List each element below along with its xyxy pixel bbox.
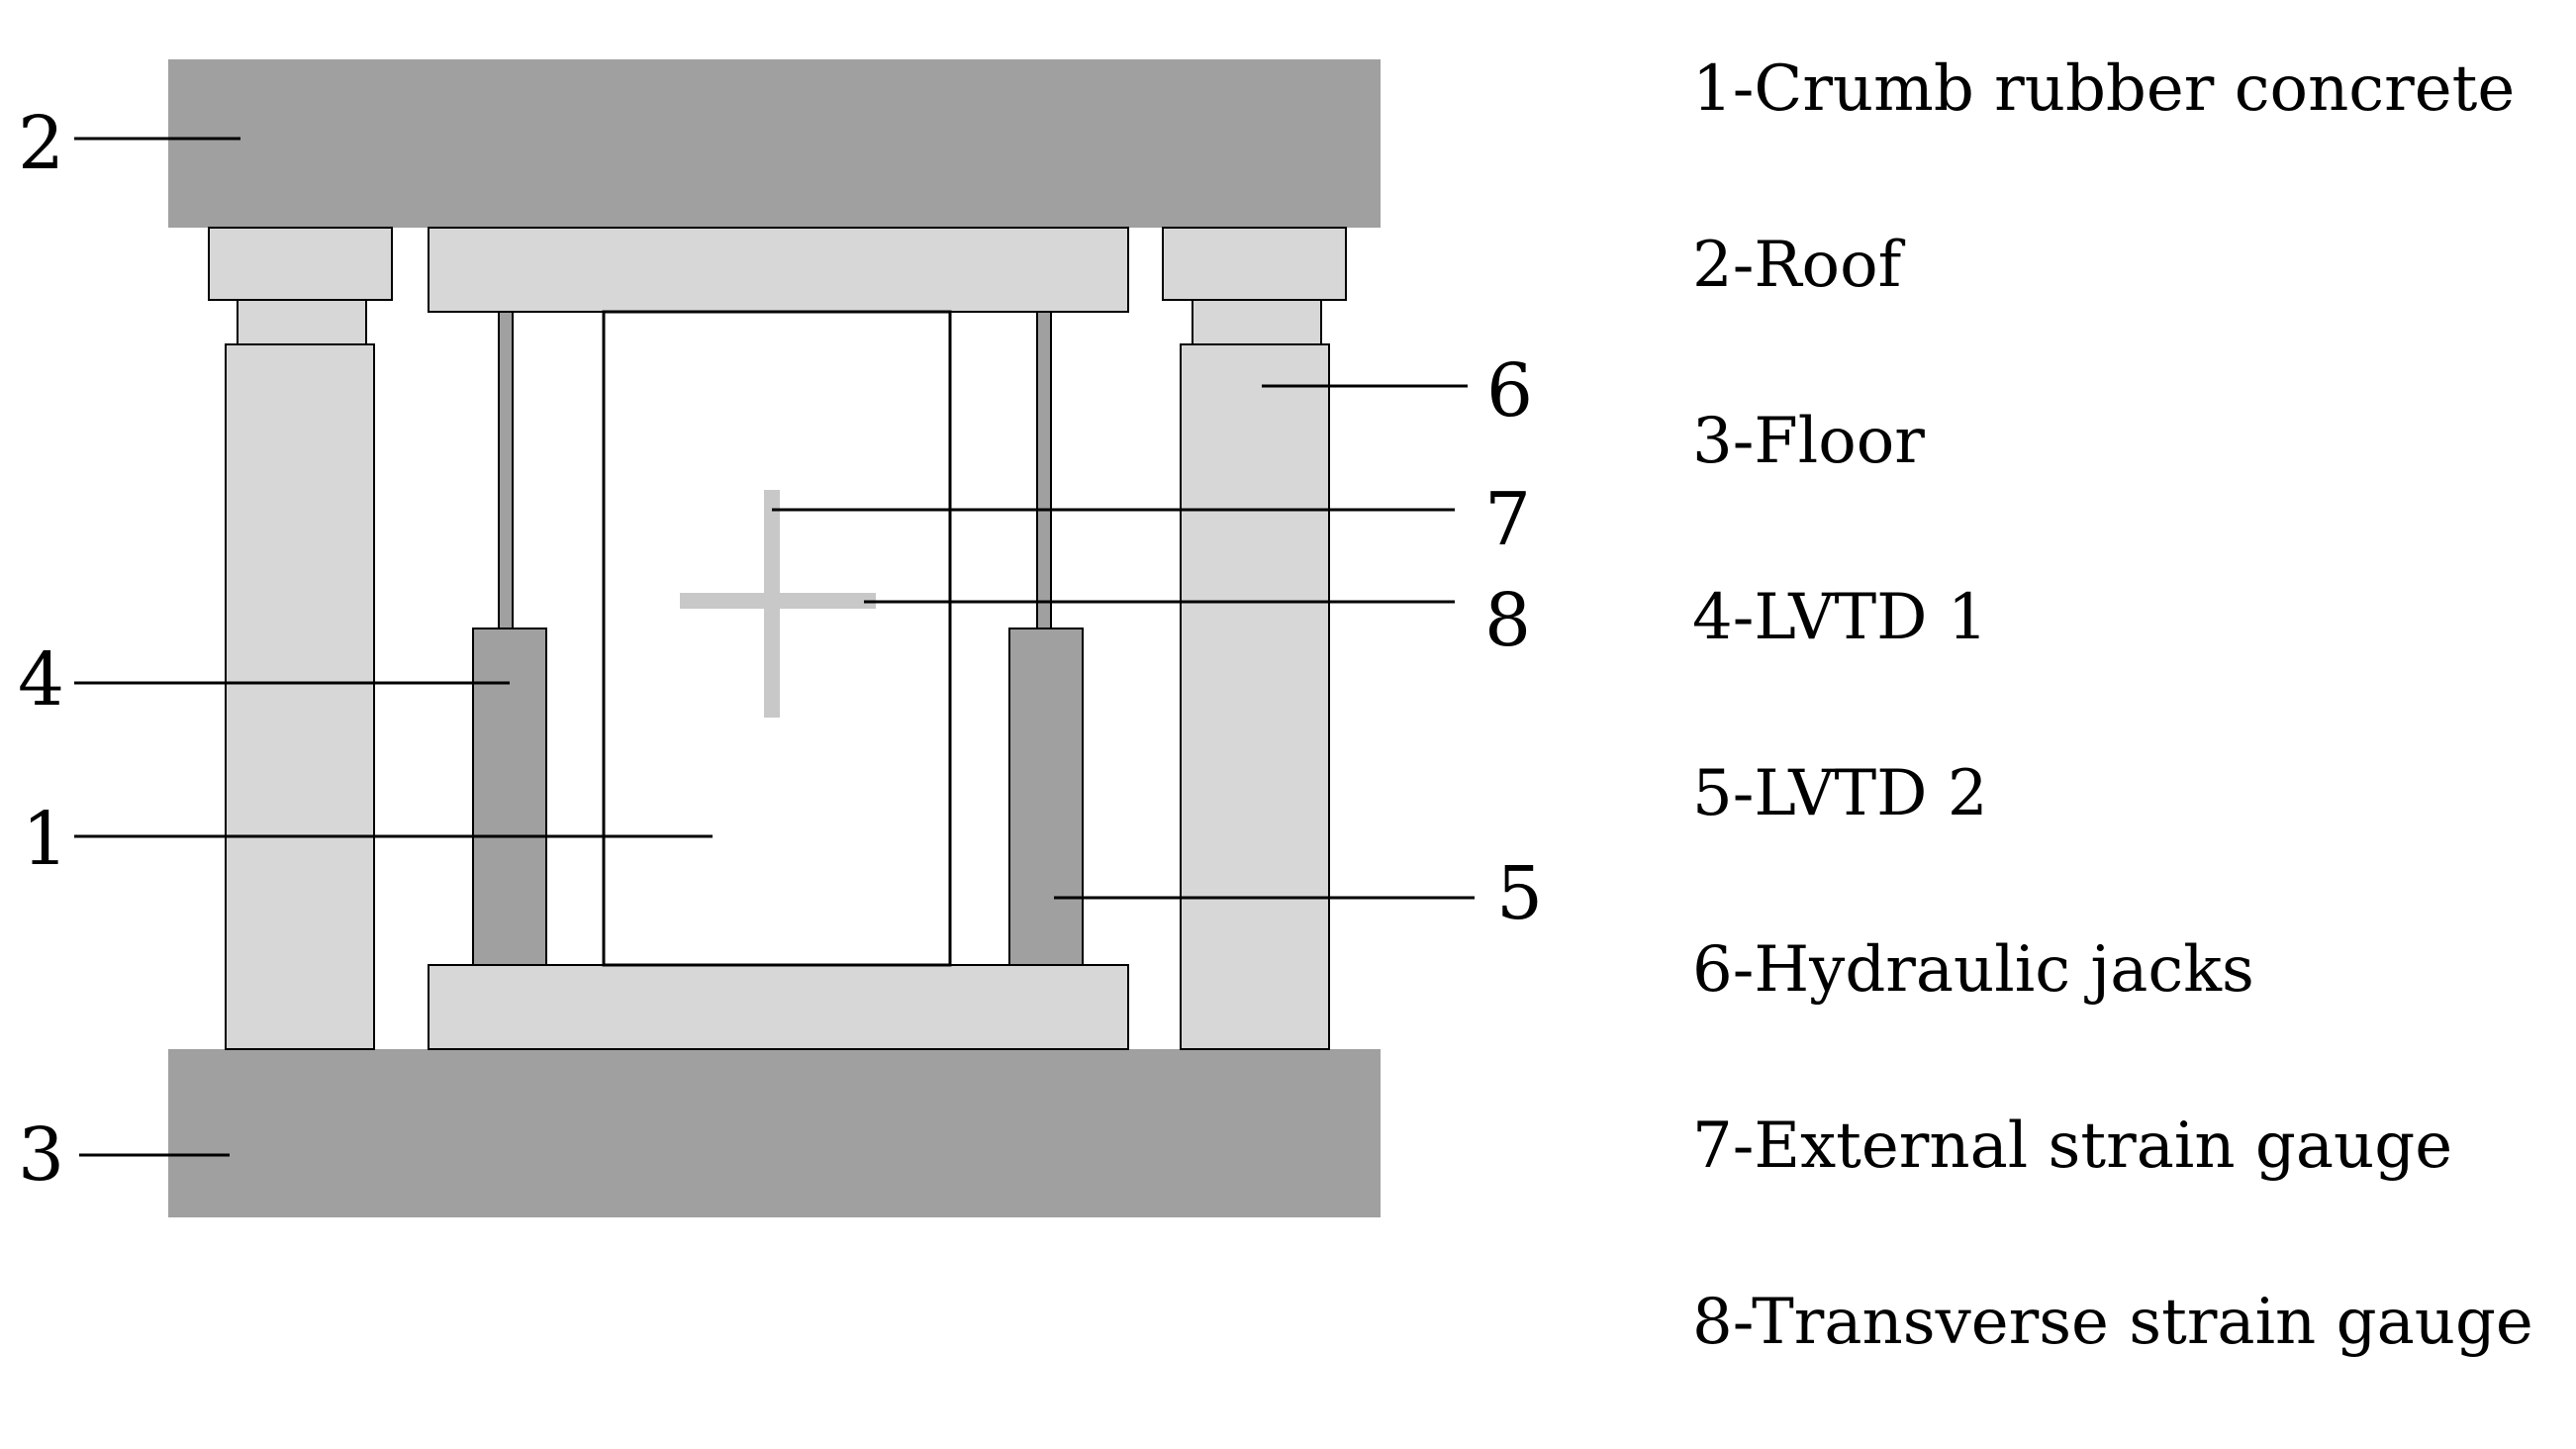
roof-slab	[168, 59, 1381, 228]
right-jack-cap	[1162, 227, 1347, 301]
right-hydraulic-jack	[1180, 343, 1330, 1050]
label-lvtd-2: 5	[1496, 851, 1543, 936]
label-external-strain-gauge: 7	[1484, 477, 1531, 562]
floor-slab	[168, 1049, 1381, 1217]
left-jack-cap	[208, 227, 393, 301]
left-hydraulic-jack	[225, 343, 375, 1050]
legend-item-roof: 2-Roof	[1692, 229, 1902, 302]
legend-item-crumb-rubber-concrete: 1-Crumb rubber concrete	[1692, 52, 2516, 126]
legend-item-lvtd-1: 4-LVTD 1	[1692, 581, 1988, 654]
top-loading-plate	[428, 227, 1129, 313]
test-setup-diagram: 2 4 1 3 6 7 8 5	[18, 59, 1543, 1217]
lvtd-2-rod	[1036, 311, 1052, 629]
legend: 1-Crumb rubber concrete 2-Roof 3-Floor 4…	[1692, 40, 2563, 1449]
legend-item-hydraulic-jacks: 6-Hydraulic jacks	[1692, 933, 2254, 1007]
legend-item-lvtd-2: 5-LVTD 2	[1692, 757, 1988, 830]
label-transverse-strain-gauge: 8	[1484, 578, 1531, 663]
label-roof: 2	[18, 101, 64, 186]
bottom-loading-plate	[428, 964, 1129, 1050]
lvtd-1-body	[472, 628, 547, 966]
legend-item-floor: 3-Floor	[1692, 405, 1925, 478]
right-jack-collar	[1192, 299, 1322, 345]
legend-item-external-strain-gauge: 7-External strain gauge	[1692, 1110, 2453, 1183]
label-floor: 3	[18, 1112, 64, 1198]
left-jack-collar	[237, 299, 367, 345]
legend-item-transverse-strain-gauge: 8-Transverse strain gauge	[1692, 1286, 2533, 1359]
label-hydraulic-jacks: 6	[1486, 348, 1533, 434]
lvtd-2-body	[1008, 628, 1084, 966]
label-crumb-rubber-concrete: 1	[22, 797, 68, 882]
lvtd-1-rod	[498, 311, 514, 629]
label-lvtd-1: 4	[18, 637, 64, 723]
